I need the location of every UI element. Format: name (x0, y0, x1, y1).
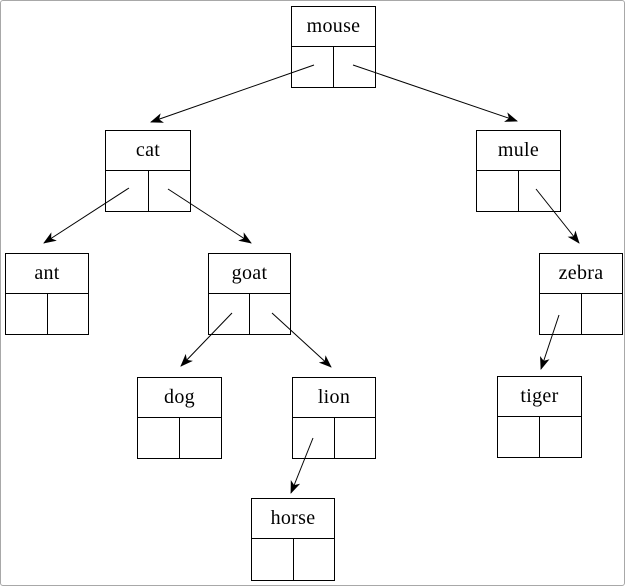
tree-node-label: goat (209, 254, 290, 294)
right-pointer-cell (149, 171, 191, 211)
tree-node-label: horse (252, 499, 334, 539)
right-pointer-cell (334, 47, 375, 87)
tree-node-label: ant (6, 254, 88, 294)
tree-node-label: cat (106, 131, 190, 171)
tree-node-mouse: mouse (291, 6, 376, 88)
pointer-cells (209, 294, 290, 334)
left-pointer-cell (477, 171, 519, 211)
right-pointer-cell (540, 417, 581, 457)
tree-node-cat: cat (105, 130, 191, 212)
tree-node-lion: lion (292, 377, 376, 459)
left-pointer-cell (6, 294, 48, 334)
left-pointer-cell (293, 418, 335, 458)
right-pointer-cell (250, 294, 290, 334)
tree-node-label: zebra (540, 254, 622, 294)
pointer-cells (138, 418, 221, 458)
right-pointer-cell (519, 171, 560, 211)
tree-node-mule: mule (476, 130, 561, 212)
right-pointer-cell (582, 294, 623, 334)
pointer-cells (292, 47, 375, 87)
pointer-cells (540, 294, 622, 334)
tree-node-dog: dog (137, 377, 222, 459)
left-pointer-cell (138, 418, 180, 458)
left-pointer-cell (540, 294, 582, 334)
left-pointer-cell (498, 417, 540, 457)
pointer-cells (252, 539, 334, 580)
right-pointer-cell (48, 294, 89, 334)
right-pointer-cell (180, 418, 221, 458)
tree-node-label: tiger (498, 377, 581, 417)
pointer-cells (6, 294, 88, 334)
tree-node-label: dog (138, 378, 221, 418)
pointer-cells (293, 418, 375, 458)
right-pointer-cell (335, 418, 376, 458)
left-pointer-cell (209, 294, 250, 334)
tree-node-label: lion (293, 378, 375, 418)
tree-node-horse: horse (251, 498, 335, 581)
pointer-cells (477, 171, 560, 211)
tree-node-zebra: zebra (539, 253, 623, 335)
left-pointer-cell (292, 47, 334, 87)
tree-node-label: mule (477, 131, 560, 171)
left-pointer-cell (106, 171, 149, 211)
right-pointer-cell (294, 539, 335, 580)
tree-node-ant: ant (5, 253, 89, 335)
left-pointer-cell (252, 539, 294, 580)
tree-node-label: mouse (292, 7, 375, 47)
pointer-cells (106, 171, 190, 211)
tree-node-tiger: tiger (497, 376, 582, 458)
tree-node-goat: goat (208, 253, 291, 335)
pointer-cells (498, 417, 581, 457)
